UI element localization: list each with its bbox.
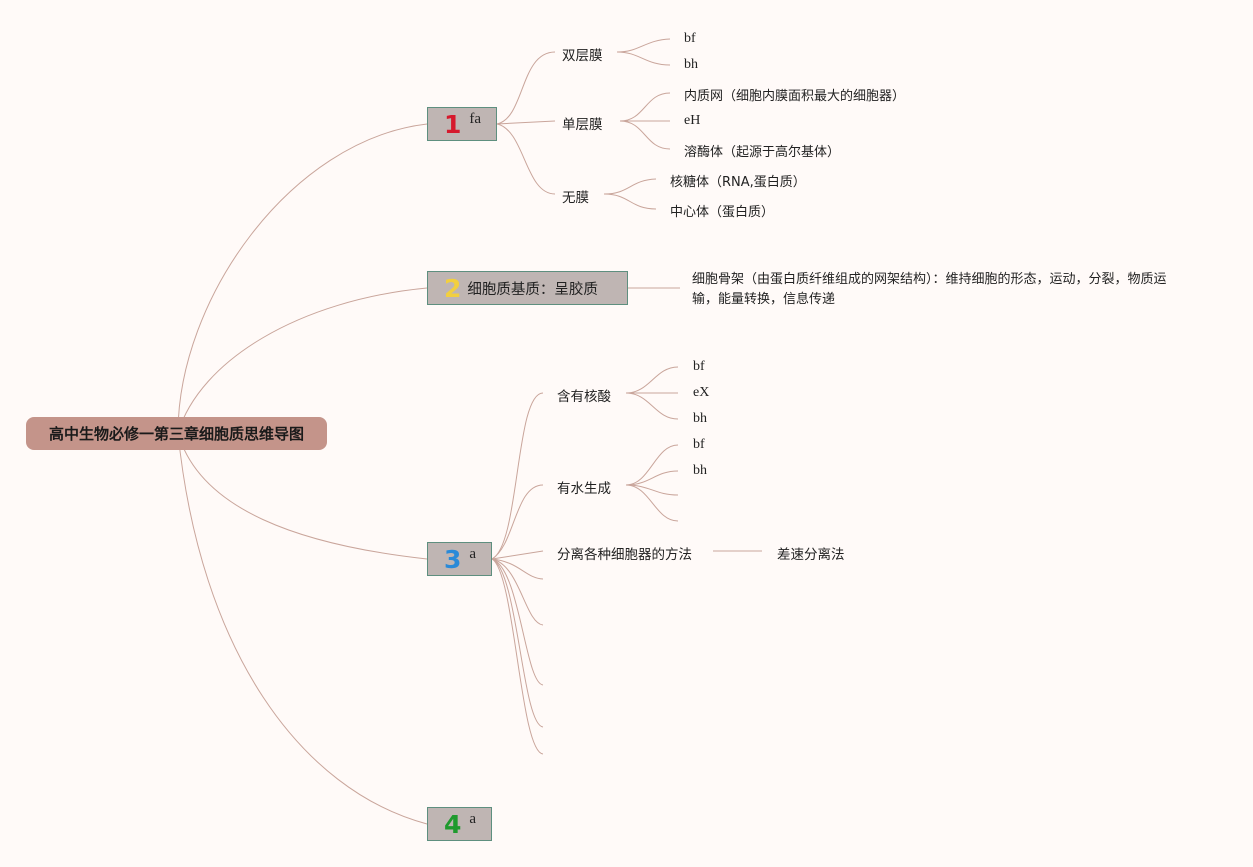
link-b3-e8 (491, 558, 544, 755)
link-g1-leaf1 (616, 38, 671, 53)
b2-cytoskeleton-note[interactable]: 细胞骨架（由蛋白质纤维组成的网架结构）：维持细胞的形态，运动，分裂，物质运输，能… (692, 272, 1167, 307)
link-g2-leaf3 (619, 120, 671, 150)
b3-g2-leaf-2[interactable]: bh (693, 463, 707, 478)
branch-4-number: 4 (444, 809, 462, 839)
branch-1-topic[interactable]: 1 fa (427, 107, 497, 141)
root-title: 高中生物必修一第三章细胞质思维导图 (48, 425, 304, 443)
b1-g1-leaf-2[interactable]: bh (684, 57, 698, 72)
link-b1-g2 (496, 120, 556, 125)
link-b3-g1 (491, 392, 544, 560)
link-h1-leaf1 (625, 366, 679, 394)
b1-group-single-membrane[interactable]: 单层膜 (562, 117, 603, 133)
b3-group-nucleic-acid[interactable]: 含有核酸 (557, 389, 611, 405)
link-h1-leaf3 (625, 392, 679, 420)
root-topic[interactable]: 高中生物必修一第三章细胞质思维导图 (26, 417, 327, 450)
link-b3-e4 (491, 558, 544, 580)
branch-3-topic[interactable]: 3 a (427, 542, 492, 576)
b1-group-no-membrane[interactable]: 无膜 (562, 190, 589, 206)
b1-group-double-membrane[interactable]: 双层膜 (562, 48, 603, 64)
link-b3-e7 (491, 558, 544, 728)
branch-2-number: 2 (444, 273, 462, 303)
b1-g3-leaf-1[interactable]: 核糖体（RNA,蛋白质） (670, 175, 806, 190)
link-g3-leaf1 (603, 178, 657, 195)
link-root-b3 (177, 432, 428, 560)
link-g2-leaf1 (619, 92, 671, 122)
b1-g2-leaf-2[interactable]: eH (684, 113, 701, 128)
link-b1-g1 (496, 51, 556, 125)
link-h2-leaf1 (625, 444, 679, 486)
b3-group-separation-method[interactable]: 分离各种细胞器的方法 (557, 547, 692, 563)
b1-g3-leaf-2[interactable]: 中心体（蛋白质） (670, 205, 775, 220)
link-g1-leaf2 (616, 51, 671, 66)
branch-2-text: 细胞质基质：呈胶质 (467, 281, 598, 298)
b3-g3-leaf[interactable]: 差速分离法 (777, 547, 845, 563)
branch-2-topic[interactable]: 2 细胞质基质：呈胶质 (427, 271, 628, 305)
branch-3-number: 3 (444, 544, 462, 574)
b3-group-water-generation[interactable]: 有水生成 (557, 481, 611, 497)
link-b3-g2 (491, 484, 544, 560)
branch-4-topic[interactable]: 4 a (427, 807, 492, 841)
b1-g2-leaf-1[interactable]: 内质网（细胞内膜面积最大的细胞器） (684, 89, 906, 104)
link-g3-leaf2 (603, 193, 657, 210)
b3-g1-leaf-1[interactable]: bf (693, 359, 705, 374)
link-root-b4 (177, 432, 428, 825)
branch-3-text: a (469, 545, 477, 562)
link-b1-g3 (496, 123, 556, 195)
b3-g1-leaf-2[interactable]: eX (693, 385, 710, 400)
link-h2-leaf4 (625, 484, 679, 522)
b3-g2-leaf-1[interactable]: bf (693, 437, 705, 452)
link-root-b2 (177, 287, 428, 434)
b1-g1-leaf-1[interactable]: bf (684, 31, 696, 46)
branch-1-text: fa (469, 110, 482, 127)
branch-1-number: 1 (444, 109, 462, 139)
link-b3-e6 (491, 558, 544, 686)
b3-g1-leaf-3[interactable]: bh (693, 411, 707, 426)
link-b3-g3 (491, 550, 544, 560)
link-b3-e5 (491, 558, 544, 626)
branch-4-text: a (469, 810, 477, 827)
link-h2-leaf2 (625, 470, 679, 486)
b1-g2-leaf-3[interactable]: 溶酶体（起源于高尔基体） (684, 145, 841, 160)
link-root-b1 (177, 123, 428, 434)
